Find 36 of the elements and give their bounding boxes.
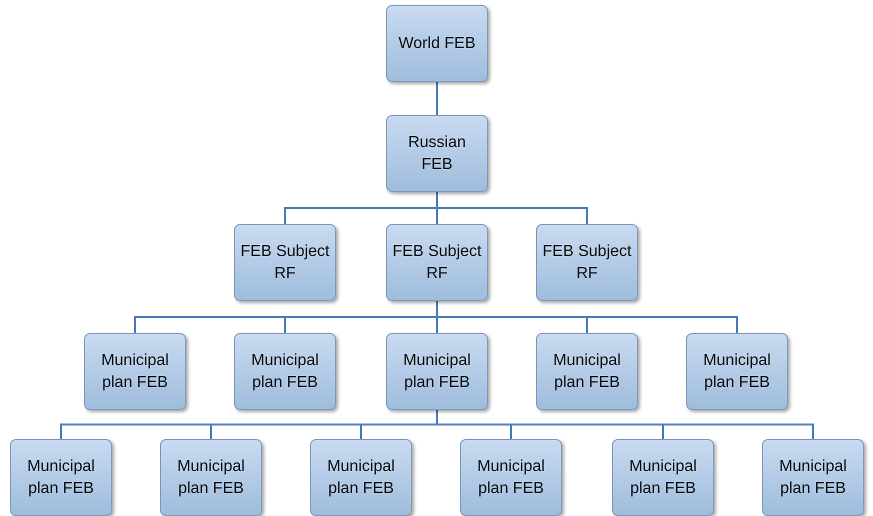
- org-box: [386, 115, 488, 192]
- box-label: Municipal plan FEB: [100, 350, 170, 392]
- box-label: Russian FEB: [407, 132, 467, 174]
- box-label: FEB Subject RF: [240, 242, 330, 284]
- connector-line: [436, 192, 588, 224]
- org-box: [10, 439, 112, 516]
- box-label: Municipal plan FEB: [778, 456, 848, 498]
- org-box: [536, 224, 638, 301]
- box-label: Municipal plan FEB: [628, 456, 698, 498]
- connector-line: [436, 410, 814, 439]
- org-box: [686, 333, 788, 410]
- box-label: Municipal plan FEB: [26, 456, 96, 498]
- org-box: [612, 439, 714, 516]
- org-box: [160, 439, 262, 516]
- org-box: [386, 224, 488, 301]
- box-label: Municipal plan FEB: [326, 456, 396, 498]
- org-box: [536, 333, 638, 410]
- org-box: [386, 5, 488, 82]
- org-box: [234, 333, 336, 410]
- org-box: [762, 439, 864, 516]
- box-label: FEB Subject RF: [542, 242, 632, 284]
- box-label: Municipal plan FEB: [176, 456, 246, 498]
- box-label: Municipal plan FEB: [250, 350, 320, 392]
- box-label: Municipal plan FEB: [552, 350, 622, 392]
- box-label: Municipal plan FEB: [702, 350, 772, 392]
- connector-line: [436, 82, 438, 115]
- box-label: World FEB: [398, 34, 476, 54]
- org-box: [386, 333, 488, 410]
- box-label: Municipal plan FEB: [476, 456, 546, 498]
- org-box: [460, 439, 562, 516]
- connector-line: [436, 301, 738, 333]
- box-label: Municipal plan FEB: [402, 350, 472, 392]
- org-box: [84, 333, 186, 410]
- box-label: FEB Subject RF: [392, 242, 482, 284]
- org-box: [234, 224, 336, 301]
- org-box: [310, 439, 412, 516]
